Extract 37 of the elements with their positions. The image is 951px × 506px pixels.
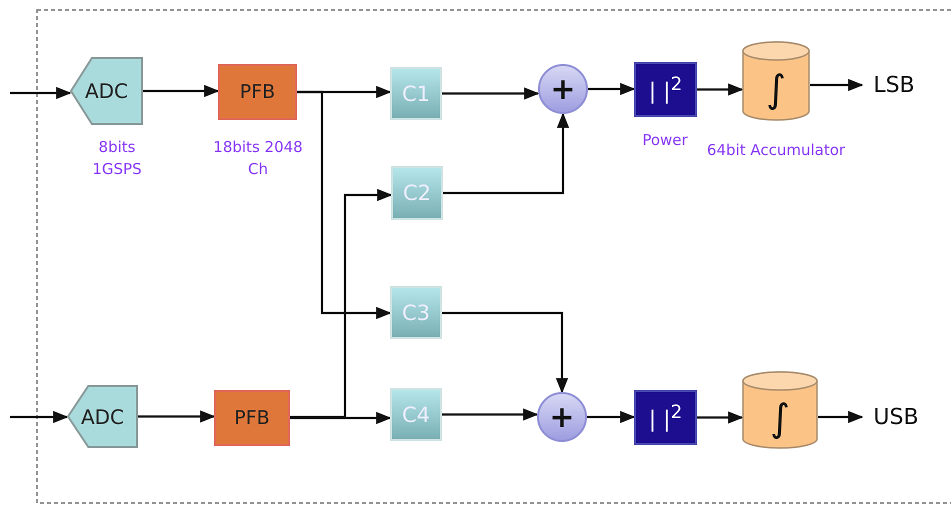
block-caption: 8bits 1GSPS (91, 137, 143, 180)
power-symbol: | |$^{2}$ (648, 402, 682, 433)
arrow (697, 83, 744, 96)
arrow (290, 412, 392, 424)
block-label: PFB (234, 407, 270, 429)
block-label: C3 (402, 300, 430, 324)
block-caption: Power (641, 130, 689, 151)
plus-sign: + (549, 400, 575, 434)
arrow (442, 408, 539, 421)
arrow (297, 90, 392, 320)
plus-sign: + (550, 72, 576, 106)
output-label: LSB (873, 72, 915, 98)
arrow (818, 410, 864, 424)
integral-sign: ∫ (770, 396, 790, 440)
block-label: ADC (84, 79, 128, 103)
arrow (587, 410, 636, 424)
arrow (10, 86, 72, 100)
arrow (442, 87, 540, 100)
block-label: C4 (402, 402, 430, 426)
block-label: ADC (80, 404, 124, 428)
output-label: USB (873, 404, 919, 430)
arrow (810, 78, 864, 92)
arrow (138, 410, 216, 423)
block-caption: 64bit Accumulator (706, 140, 846, 161)
block-label: C1 (402, 82, 430, 106)
arrow (588, 82, 636, 96)
arrow (10, 410, 69, 424)
arrow (697, 411, 744, 424)
arrow (143, 84, 220, 98)
block-label: C2 (402, 181, 432, 205)
block-caption: 18bits 2048 Ch (212, 137, 304, 180)
power-symbol: | |$^{2}$ (648, 74, 682, 105)
arrow (442, 312, 568, 394)
block-label: PFB (240, 81, 276, 103)
arrow (443, 112, 570, 194)
integral-sign: ∫ (766, 67, 786, 111)
arrow (290, 188, 393, 418)
